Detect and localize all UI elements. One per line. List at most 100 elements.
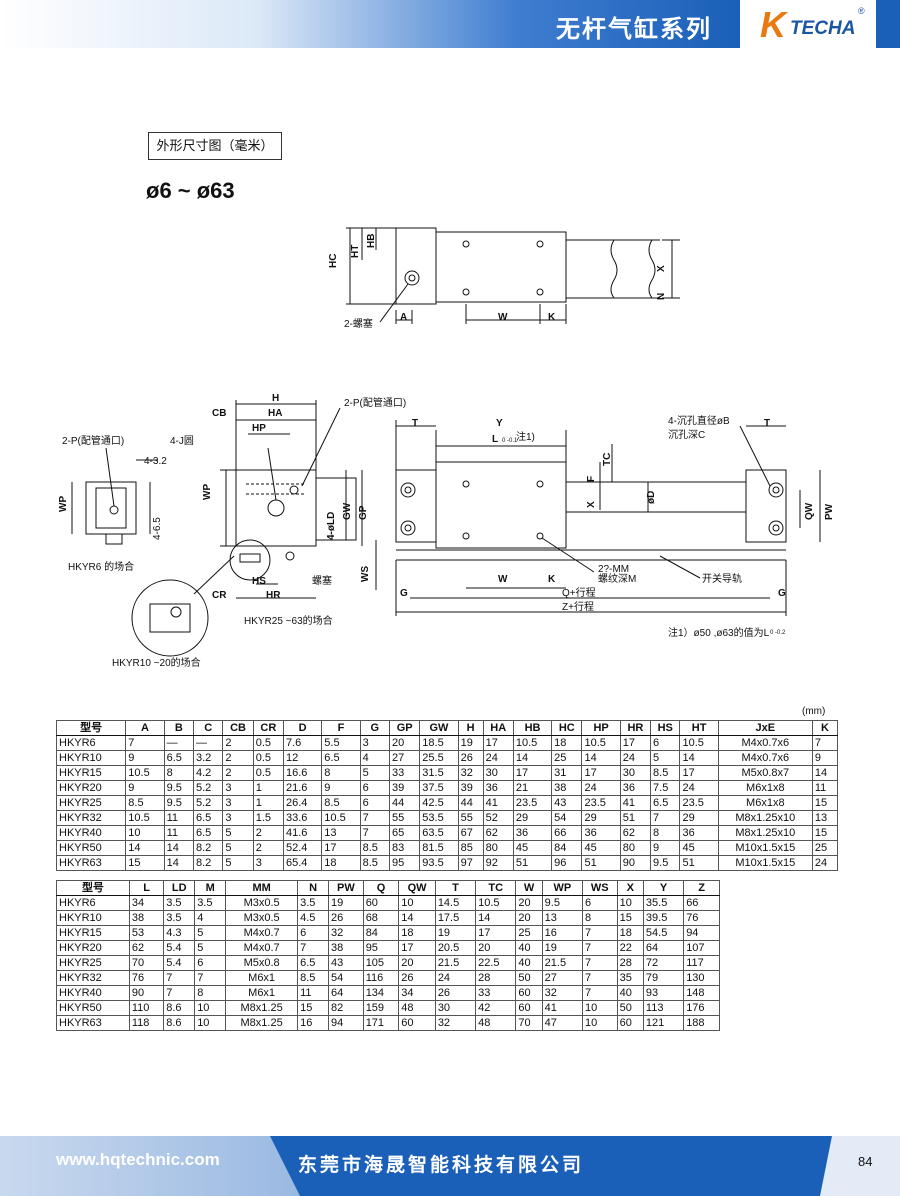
label-note: 注1）ø50 ,ø63的值为L bbox=[668, 626, 770, 639]
value-cell: 65 bbox=[388, 825, 421, 841]
value-cell: 6.5 bbox=[321, 750, 361, 766]
value-cell: 17.5 bbox=[434, 910, 477, 926]
value-cell: 93.5 bbox=[419, 855, 459, 871]
value-cell: 40 bbox=[515, 940, 543, 956]
table-header-cell: HC bbox=[551, 720, 583, 736]
value-cell: 10.5 bbox=[321, 810, 361, 826]
label-t-right: T bbox=[764, 418, 770, 429]
value-cell: 52 bbox=[482, 810, 514, 826]
value-cell: 54 bbox=[328, 970, 364, 986]
footer-band-tail bbox=[820, 1136, 900, 1196]
value-cell: M10x1.5x15 bbox=[717, 855, 813, 871]
footer-url[interactable]: www.hqtechnic.com bbox=[56, 1150, 220, 1169]
table-header-cell: Q bbox=[362, 880, 400, 896]
value-cell: 37.5 bbox=[419, 780, 459, 796]
model-cell: HKYR25 bbox=[56, 955, 130, 971]
value-cell: 17 bbox=[475, 925, 517, 941]
value-cell: 30 bbox=[482, 765, 514, 781]
footer-band-left bbox=[0, 1136, 300, 1196]
value-cell: 117 bbox=[683, 955, 720, 971]
table-header-cell: HT bbox=[679, 720, 719, 736]
value-cell: 10.5 bbox=[512, 735, 553, 751]
value-cell: 6 bbox=[359, 780, 391, 796]
value-cell: 6.5 bbox=[650, 795, 681, 811]
value-cell: 6 bbox=[650, 735, 681, 751]
value-cell: 72 bbox=[642, 955, 685, 971]
value-cell: 19 bbox=[457, 735, 484, 751]
value-cell: 7 bbox=[297, 940, 330, 956]
table-header-cell: K bbox=[811, 720, 839, 736]
table-header-cell: C bbox=[192, 720, 224, 736]
value-cell: 2 bbox=[252, 840, 284, 856]
value-cell: 42.5 bbox=[419, 795, 459, 811]
value-cell: 12 bbox=[282, 750, 323, 766]
label-n: N bbox=[656, 293, 667, 300]
header-right-band bbox=[876, 0, 900, 48]
value-cell: 7 bbox=[194, 970, 227, 986]
label-ha: HA bbox=[268, 408, 282, 419]
value-cell: 7 bbox=[581, 985, 618, 1001]
value-cell: 7 bbox=[581, 925, 618, 941]
value-cell: 22 bbox=[616, 940, 644, 956]
label-x-top: X bbox=[656, 265, 667, 272]
value-cell: 7 bbox=[125, 735, 165, 751]
table-header-cell: HB bbox=[512, 720, 553, 736]
value-cell: 35 bbox=[616, 970, 644, 986]
value-cell: 3 bbox=[222, 810, 254, 826]
value-cell: 5.5 bbox=[321, 735, 361, 751]
value-cell: 31.5 bbox=[419, 765, 459, 781]
table-header-cell: M bbox=[194, 880, 227, 896]
value-cell: 70 bbox=[128, 955, 165, 971]
value-cell: 10 bbox=[125, 825, 165, 841]
page-header: 无杆气缸系列 K TECHA ® bbox=[0, 0, 900, 48]
value-cell: 0.5 bbox=[252, 765, 284, 781]
value-cell: 11 bbox=[163, 810, 195, 826]
value-cell: 31 bbox=[551, 765, 583, 781]
value-cell: 9 bbox=[125, 780, 165, 796]
value-cell: 8.5 bbox=[297, 970, 330, 986]
value-cell: 45 bbox=[581, 840, 621, 856]
value-cell: 7 bbox=[650, 810, 681, 826]
value-cell: 7 bbox=[581, 955, 618, 971]
footer-company: 东莞市海晟智能科技有限公司 bbox=[298, 1155, 585, 1176]
value-cell: 45 bbox=[679, 840, 719, 856]
value-cell: 20 bbox=[515, 910, 543, 926]
value-cell: 84 bbox=[551, 840, 583, 856]
value-cell: 19 bbox=[541, 940, 583, 956]
value-cell: 5.4 bbox=[163, 955, 196, 971]
value-cell: 32 bbox=[457, 765, 484, 781]
label-counterbore-depth: 沉孔深C bbox=[668, 428, 705, 441]
value-cell: 148 bbox=[683, 985, 720, 1001]
value-cell: 35.5 bbox=[642, 895, 685, 911]
value-cell: 17 bbox=[398, 940, 436, 956]
value-cell: 45 bbox=[512, 840, 553, 856]
value-cell: 0.5 bbox=[252, 750, 284, 766]
label-pw: PW bbox=[824, 503, 835, 520]
label-wp-left: WP bbox=[58, 496, 69, 512]
value-cell: 29 bbox=[512, 810, 553, 826]
value-cell: 7 bbox=[163, 985, 196, 1001]
model-cell: HKYR25 bbox=[55, 795, 127, 811]
value-cell: 5 bbox=[194, 925, 227, 941]
table-header-cell: Y bbox=[642, 880, 685, 896]
value-cell: 5 bbox=[222, 825, 254, 841]
value-cell: 10.5 bbox=[125, 765, 165, 781]
value-cell: 3.5 bbox=[163, 910, 196, 926]
value-cell: M5x0.8 bbox=[225, 955, 299, 971]
value-cell: 48 bbox=[475, 1015, 517, 1031]
value-cell: 51 bbox=[679, 855, 719, 871]
value-cell: 23.5 bbox=[679, 795, 719, 811]
value-cell: 54 bbox=[551, 810, 583, 826]
value-cell: 55 bbox=[457, 810, 484, 826]
value-cell: 105 bbox=[362, 955, 400, 971]
table-header-cell: TC bbox=[475, 880, 517, 896]
logo-registered: ® bbox=[858, 6, 865, 16]
value-cell: 6.5 bbox=[192, 825, 224, 841]
value-cell: 20 bbox=[515, 895, 543, 911]
value-cell: 38 bbox=[128, 910, 165, 926]
value-cell: 6.5 bbox=[192, 810, 224, 826]
value-cell: 23.5 bbox=[581, 795, 621, 811]
